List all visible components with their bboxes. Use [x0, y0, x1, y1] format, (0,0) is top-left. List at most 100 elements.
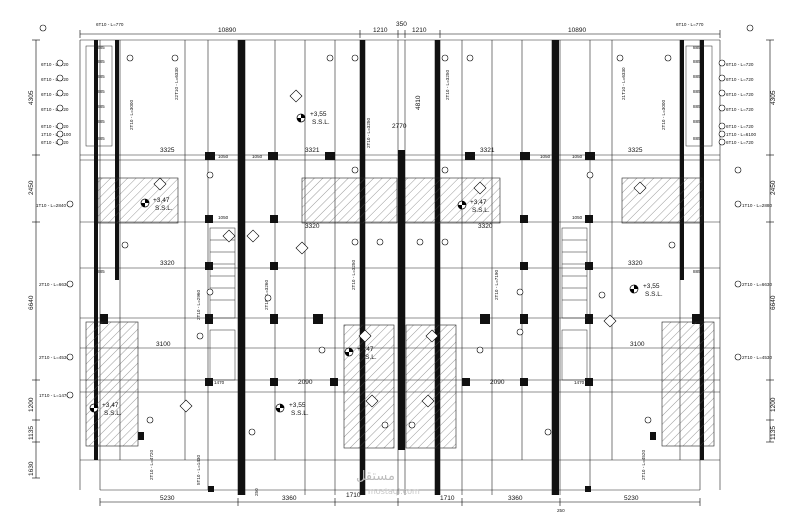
- bar-label: 6T10 - L=720: [726, 107, 754, 112]
- vbar-label: 2T10 - L=7190: [494, 270, 499, 300]
- top-dimension-lines: [79, 30, 721, 38]
- dim-right-2: 2450: [770, 180, 777, 195]
- vbar-label: 2T10 - L=3000: [129, 100, 134, 130]
- vbar-label: 2T10 - L=3000: [661, 100, 666, 130]
- vbar-label: 2T10 - L=3250: [351, 260, 356, 290]
- level-value: +3,55: [643, 283, 660, 290]
- bar-label: 6T10 - L=720: [41, 92, 69, 97]
- inner-dim: 1050: [218, 215, 229, 220]
- bar-label: 6T10 - L=720: [726, 124, 754, 129]
- right-dimension-lines: [766, 39, 774, 443]
- dim-top-center-mid: 350: [396, 21, 407, 28]
- dim-bottom-5: 3360: [508, 495, 523, 502]
- inner-dim: 3325: [628, 147, 643, 154]
- level-ref: S.S.L.: [291, 410, 309, 417]
- inner-dim: 3325: [160, 147, 175, 154]
- stair-dim: 885: [693, 104, 701, 109]
- inner-dim: 2770: [392, 123, 407, 130]
- inner-dim: 1050: [540, 154, 551, 159]
- bar-labels-left: 6T10 - L=720 6T10 - L=720 6T10 - L=720 6…: [36, 62, 71, 398]
- top-right-bar-label: 6T10 - L=770: [676, 22, 704, 27]
- vertical-bar-labels: 2T10 - L=3000 2T10 - L=3000 22T10 - L=63…: [129, 67, 666, 485]
- vbar-label: 22T10 - L=6330: [174, 67, 179, 100]
- vbar-label: 21T10 - L=6330: [621, 67, 626, 100]
- walls: [94, 40, 704, 495]
- inner-dim: 4810: [415, 95, 422, 110]
- bar-label: 1T10 - L=6100: [41, 132, 71, 137]
- bar-label: 2T10 - L=6630: [742, 282, 772, 287]
- stair-dim: 885: [693, 119, 701, 124]
- bar-label: 6T10 - L=720: [726, 62, 754, 67]
- bar-label: 2T10 - L=4530: [742, 355, 772, 360]
- inner-dim: 2090: [490, 379, 505, 386]
- dim-right-3: 6640: [770, 295, 777, 310]
- bar-mark-circles: [39, 24, 754, 436]
- stair-labels-right: 885 885 885 885 885 885 885 885: [693, 45, 701, 274]
- bar-label: 6T10 - L=720: [41, 140, 69, 145]
- dim-left-6: 1630: [28, 461, 35, 476]
- inner-dim: 3100: [156, 341, 171, 348]
- dim-left-5: 1135: [28, 426, 35, 440]
- inner-dim: 3321: [305, 147, 320, 154]
- level-ref: S.S.L.: [312, 119, 330, 126]
- stair-dim: 885: [693, 74, 701, 79]
- left-dimension-lines: [32, 39, 40, 479]
- stair-dim: 885: [97, 104, 105, 109]
- inner-dimensions: 3325 3321 3321 3325 1050 1050 1050 1050 …: [156, 95, 645, 386]
- inner-dim: 3320: [160, 260, 175, 267]
- dim-left-3: 6640: [28, 295, 35, 310]
- vbar-label: 5T10 - L=1430: [196, 455, 201, 485]
- vbar-label: 2T10 - L=3250: [366, 118, 371, 148]
- stair-dim: 885: [693, 59, 701, 64]
- inner-dim: 3100: [630, 341, 645, 348]
- inner-dim: 2090: [298, 379, 313, 386]
- stair-dim: 885: [97, 89, 105, 94]
- inner-dim: 1050: [218, 154, 229, 159]
- bar-label: 6T10 - L=720: [41, 77, 69, 82]
- bar-label: 1T10 - L=2880: [742, 203, 772, 208]
- stairs: [85, 45, 713, 381]
- inner-dim: 1050: [252, 154, 263, 159]
- bar-labels-right: 6T10 - L=720 6T10 - L=720 6T10 - L=720 6…: [726, 62, 772, 360]
- vbar-label: 2T10 - L=3250: [445, 70, 450, 100]
- dim-left-1: 4305: [28, 90, 35, 105]
- stair-dim: 885: [97, 74, 105, 79]
- stair-dim: 885: [693, 89, 701, 94]
- bar-label: 6T10 - L=720: [41, 124, 69, 129]
- stair-dim: 885: [97, 119, 105, 124]
- inner-dim: 3320: [478, 223, 493, 230]
- dim-bottom-4: 1710: [440, 495, 455, 502]
- stair-dim: 885: [97, 45, 105, 50]
- level-ref: S.S.L.: [104, 410, 122, 417]
- dim-right-1: 4305: [770, 90, 777, 105]
- dim-right-5: 1135: [770, 426, 777, 440]
- bottom-dimension-lines: [99, 498, 701, 506]
- watermark-url: mostaql.com: [368, 487, 420, 496]
- level-marker: +3,55 S.S.L.: [629, 283, 663, 298]
- vbar-label: 2T10 - L=3260: [264, 280, 269, 310]
- bar-label: 6T10 - L=720: [726, 92, 754, 97]
- bar-label: 6T10 - L=720: [726, 77, 754, 82]
- bar-label: 1T10 - L=2840: [36, 203, 66, 208]
- bar-label: 2T10 - L=6630: [39, 282, 69, 287]
- stair-dim: 885: [97, 136, 105, 141]
- dim-left-2: 2450: [28, 180, 35, 195]
- columns: [100, 152, 700, 492]
- level-marker: +3,55 S.S.L.: [275, 402, 309, 417]
- level-value: +3,47: [102, 402, 119, 409]
- level-marker: +3,47 S.S.L.: [140, 197, 173, 212]
- dim-bottom-2: 3360: [282, 495, 297, 502]
- vbar-label: 2T10 - L=2960: [196, 290, 201, 320]
- dim-top-center-b: 1210: [412, 27, 427, 34]
- level-value: +3,47: [470, 199, 487, 206]
- bar-label: 6T10 - L=720: [41, 107, 69, 112]
- section-tags: [153, 89, 647, 413]
- bar-label: 6T10 - L=720: [726, 140, 754, 145]
- vbar-label: 2T10 - L=4520: [641, 450, 646, 480]
- inner-dim: 1050: [572, 215, 583, 220]
- level-value: +3,55: [289, 402, 306, 409]
- hatched-zones: [85, 177, 715, 449]
- inner-dim: 3321: [480, 147, 495, 154]
- dim-bottom-1: 5230: [160, 495, 175, 502]
